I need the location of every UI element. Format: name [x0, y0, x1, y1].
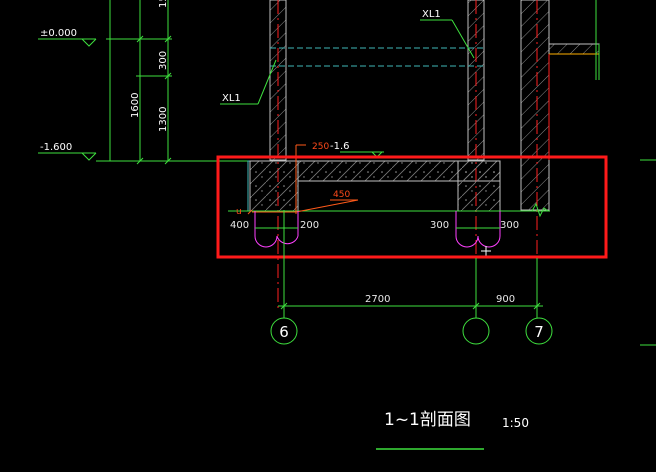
vertical-dimensions: [106, 0, 172, 165]
dim-300: 300: [158, 51, 169, 70]
axis-bubble-7: 7: [525, 317, 553, 345]
axis-bubble-6-left: 6: [270, 317, 298, 345]
level-bottom-label: -1.600: [40, 142, 72, 153]
beam-label-right: XL1: [422, 9, 441, 20]
dim-top-partial: 15: [158, 0, 169, 8]
dim-200: 200: [300, 220, 319, 231]
crosshair: [481, 246, 491, 256]
level-marker-bottom: -1.600: [38, 142, 97, 161]
dim-900: 900: [496, 294, 515, 305]
pile-left: [254, 211, 299, 248]
axis-label-7: 7: [534, 323, 544, 341]
drawing-scale: 1:50: [502, 416, 529, 430]
annotation-tiny: u: [236, 207, 242, 217]
annotation-450: 450: [333, 190, 350, 200]
axis-label-6-left: 6: [279, 323, 289, 341]
dim-300-a: 300: [430, 220, 449, 231]
dim-1600: 1600: [130, 93, 141, 118]
beam-label-left: XL1: [222, 93, 241, 104]
dim-2700: 2700: [365, 294, 390, 305]
axis-bubble-6-right: 6: [462, 317, 490, 345]
annotation-level: -1.6: [330, 141, 350, 152]
pile-right: [455, 211, 501, 248]
axis-dimension-line: [278, 210, 543, 318]
level-marker-top: ±0.000: [38, 28, 97, 47]
dim-1300: 1300: [158, 107, 169, 132]
highlight-box: [216, 155, 608, 259]
dim-300-b: 300: [500, 220, 519, 231]
drawing-title: 1~1剖面图: [384, 410, 471, 430]
dim-400: 400: [230, 220, 249, 231]
xl1-leader-right: XL1: [420, 9, 475, 59]
foundation-beam: [228, 160, 550, 218]
level-top-label: ±0.000: [40, 28, 77, 39]
wall-right: [520, 0, 600, 310]
annotation-250: 250: [312, 142, 329, 152]
beam-xl1: [270, 47, 484, 67]
xl1-leader-left: XL1: [220, 59, 277, 105]
